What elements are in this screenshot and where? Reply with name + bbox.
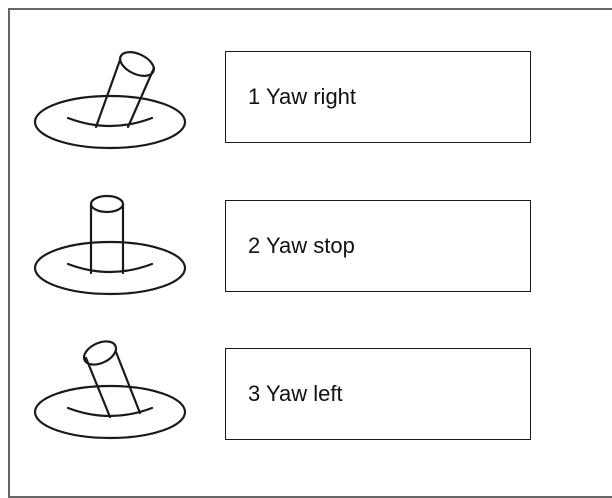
yaw-right-label-box: 1 Yaw right [225, 51, 531, 143]
yaw-right-row: 1 Yaw right [0, 30, 612, 170]
yaw-stop-row: 2 Yaw stop [0, 180, 612, 320]
joystick-tilted-left-icon [33, 340, 187, 440]
joystick-tilted-right-icon [33, 51, 187, 150]
yaw-left-label-box: 3 Yaw left [225, 348, 531, 440]
yaw-stop-label-box: 2 Yaw stop [225, 200, 531, 292]
joystick-upright-icon [33, 194, 187, 296]
yaw-right-label: 1 Yaw right [248, 84, 357, 109]
yaw-stop-label: 2 Yaw stop [248, 233, 355, 258]
yaw-left-label: 3 Yaw left [248, 381, 343, 406]
yaw-left-row: 3 Yaw left [0, 320, 612, 460]
